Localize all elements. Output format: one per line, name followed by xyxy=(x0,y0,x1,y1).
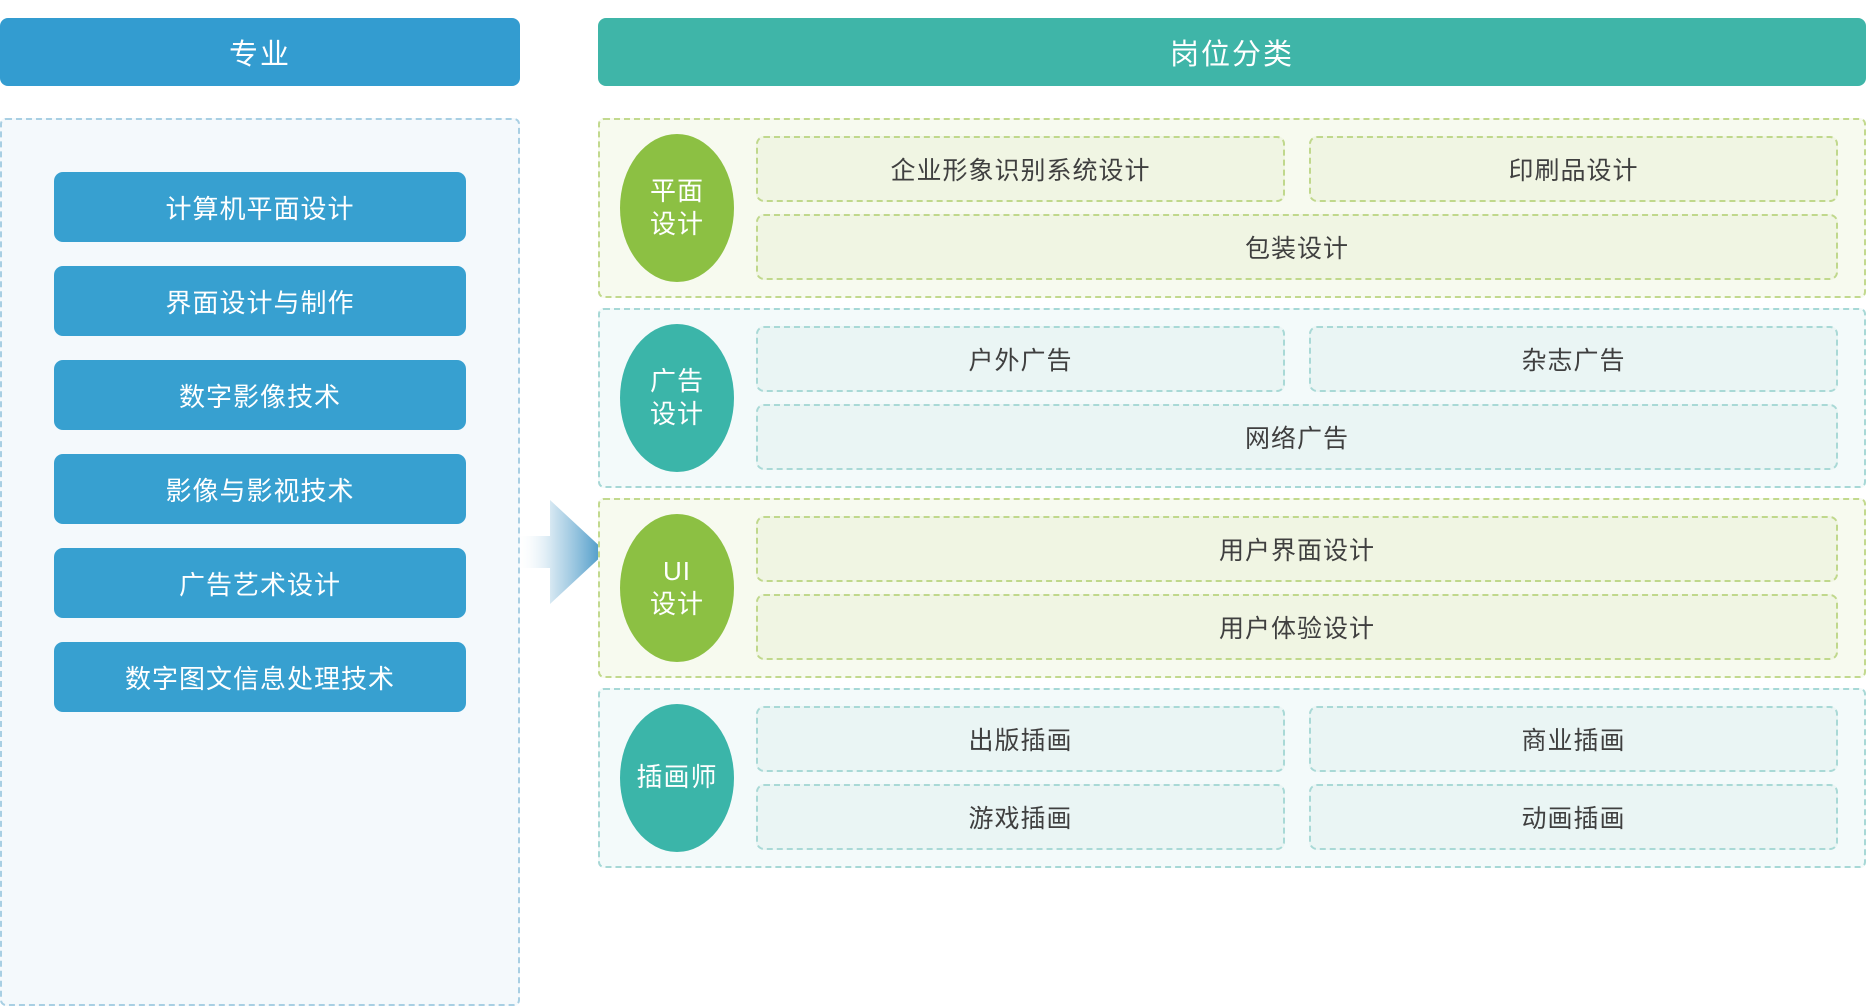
job-item[interactable]: 企业形象识别系统设计 xyxy=(756,136,1285,202)
badge-line-0: 插画师 xyxy=(636,762,718,793)
job-categories-column: 岗位分类 平面 设计 企业形象识别系统设计 印刷品设计 包装设计 广告 设计 xyxy=(598,18,1866,1008)
job-item[interactable]: 用户体验设计 xyxy=(756,594,1838,660)
major-item-3[interactable]: 影像与影视技术 xyxy=(54,454,466,524)
job-items: 企业形象识别系统设计 印刷品设计 包装设计 xyxy=(756,136,1838,280)
job-group-ui-design: UI 设计 用户界面设计 用户体验设计 xyxy=(598,498,1866,678)
major-item-0[interactable]: 计算机平面设计 xyxy=(54,172,466,242)
job-item[interactable]: 游戏插画 xyxy=(756,784,1285,850)
badge-line-0: UI xyxy=(663,555,691,586)
majors-list-panel: 计算机平面设计 界面设计与制作 数字影像技术 影像与影视技术 广告艺术设计 数字… xyxy=(0,118,520,1006)
major-item-4[interactable]: 广告艺术设计 xyxy=(54,548,466,618)
badge-line-1: 设计 xyxy=(649,399,704,429)
majors-column: 专业 计算机平面设计 界面设计与制作 数字影像技术 影像与影视技术 广告艺术设计… xyxy=(0,18,520,1008)
flow-arrow xyxy=(516,498,608,606)
badge-line-1: 设计 xyxy=(649,589,704,619)
badge-line-0: 平面 xyxy=(649,175,704,206)
job-item[interactable]: 用户界面设计 xyxy=(756,516,1838,582)
badge-line-1: 设计 xyxy=(649,209,704,239)
job-group-advertising-design: 广告 设计 户外广告 杂志广告 网络广告 xyxy=(598,308,1866,488)
job-item[interactable]: 包装设计 xyxy=(756,214,1838,280)
job-group-illustrator: 插画师 出版插画 商业插画 游戏插画 动画插画 xyxy=(598,688,1866,868)
majors-column-header: 专业 xyxy=(0,18,520,86)
major-item-2[interactable]: 数字影像技术 xyxy=(54,360,466,430)
job-item[interactable]: 杂志广告 xyxy=(1309,326,1838,392)
job-group-badge-illustrator[interactable]: 插画师 xyxy=(620,704,734,852)
job-item[interactable]: 动画插画 xyxy=(1309,784,1838,850)
job-item[interactable]: 印刷品设计 xyxy=(1309,136,1838,202)
job-item[interactable]: 网络广告 xyxy=(756,404,1838,470)
job-group-badge-graphic-design[interactable]: 平面 设计 xyxy=(620,134,734,282)
job-item[interactable]: 出版插画 xyxy=(756,706,1285,772)
job-items: 出版插画 商业插画 游戏插画 动画插画 xyxy=(756,706,1838,850)
job-categories-column-header: 岗位分类 xyxy=(598,18,1866,86)
job-item[interactable]: 商业插画 xyxy=(1309,706,1838,772)
job-group-badge-ui-design[interactable]: UI 设计 xyxy=(620,514,734,662)
major-item-1[interactable]: 界面设计与制作 xyxy=(54,266,466,336)
right-arrow-icon xyxy=(516,500,606,604)
job-items: 户外广告 杂志广告 网络广告 xyxy=(756,326,1838,470)
major-item-5[interactable]: 数字图文信息处理技术 xyxy=(54,642,466,712)
job-item[interactable]: 户外广告 xyxy=(756,326,1285,392)
job-group-graphic-design: 平面 设计 企业形象识别系统设计 印刷品设计 包装设计 xyxy=(598,118,1866,298)
job-items: 用户界面设计 用户体验设计 xyxy=(756,516,1838,660)
job-group-badge-advertising-design[interactable]: 广告 设计 xyxy=(620,324,734,472)
badge-line-0: 广告 xyxy=(649,365,704,396)
job-group-list: 平面 设计 企业形象识别系统设计 印刷品设计 包装设计 广告 设计 户外广告 杂… xyxy=(598,118,1866,868)
